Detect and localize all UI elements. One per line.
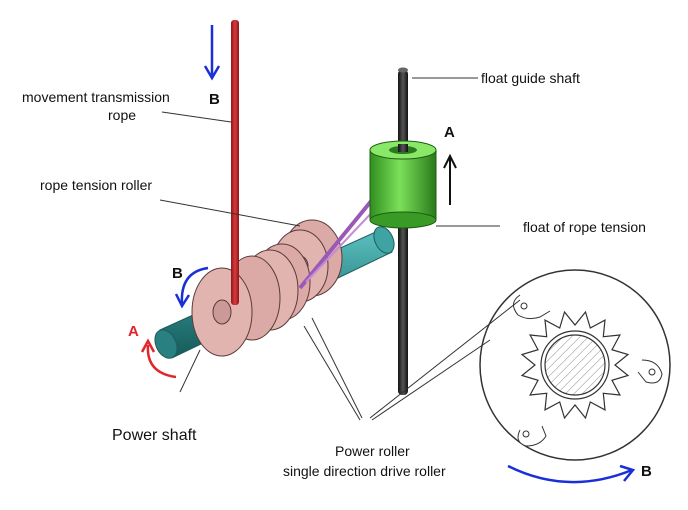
label-rope-direction: B [209,91,220,108]
power-roller [191,243,311,357]
label-power-roller-line1: Power roller [335,443,410,459]
label-power-roller-line2: single direction drive roller [283,463,446,479]
label-shaft-direction: A [128,323,139,340]
label-inset-direction: B [641,463,652,480]
ratchet-hub-ring [540,330,610,400]
tension-cord [298,198,379,290]
label-float-direction: A [444,124,455,141]
movement-transmission-rope [231,20,239,305]
arrow-rope-down [203,25,221,81]
drive-roller-inset [479,269,671,461]
label-float-of-rope-tension: float of rope tension [523,219,646,235]
label-movement-rope-line1: movement transmission [22,89,170,105]
ratchet-teeth [520,310,630,420]
label-power-shaft: Power shaft [112,427,197,444]
arrow-shaft-rotation [140,338,177,379]
arrow-float-up [443,153,457,205]
arrow-roller-rotation [174,266,209,309]
label-float-guide-shaft: float guide shaft [481,70,580,86]
label-rope-tension-roller: rope tension roller [40,177,152,193]
label-movement-rope-line2: rope [108,107,136,123]
leader-lines [159,77,521,421]
arrow-inset-rotation [507,464,636,484]
float-of-rope-tension [369,140,437,229]
label-roller-direction: B [172,265,183,282]
float-guide-shaft [398,67,408,395]
